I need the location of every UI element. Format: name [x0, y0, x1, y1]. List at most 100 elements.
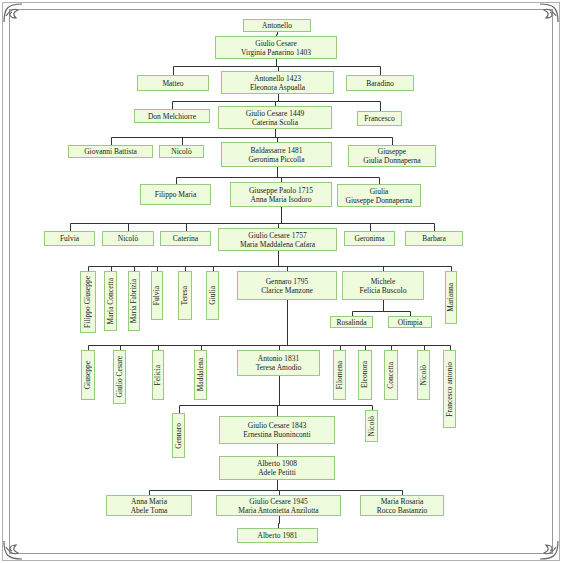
person-box-vertical: Filippo Giuseppe [80, 271, 96, 333]
person-name: Geronima [355, 234, 385, 243]
person-box-vertical: Eleonora [358, 350, 372, 400]
person-box: Olimpia [388, 316, 432, 328]
person-box: Fulvia [44, 231, 95, 246]
person-box: Don Melchiorre [134, 109, 210, 123]
person-name: Rocco Bastanzio [377, 506, 428, 515]
person-name: Giuseppe Paolo 1715 [249, 186, 313, 195]
person-name: Francesco [364, 114, 394, 123]
person-box: Baldassarre 1481Geronima Piccolla [221, 142, 332, 167]
person-box-vertical: Maria Concetta [104, 271, 117, 331]
person-name: Gennaro [174, 423, 184, 449]
person-name: Giulio Cesare 1843 [248, 421, 306, 430]
person-box-vertical: Concetta [384, 350, 398, 400]
lineage-line [288, 300, 392, 350]
lineage-line [186, 251, 279, 271]
person-box: GiuliaGiuseppe Donnaperna [337, 184, 421, 207]
person-name: Barbara [422, 234, 446, 243]
person-name: Nicolò [118, 234, 138, 243]
person-box-vertical: Filomena [333, 350, 346, 400]
lineage-line [278, 167, 282, 182]
lineage-line [279, 251, 384, 271]
lineage-line [288, 300, 366, 350]
lineage-line [121, 300, 288, 350]
person-name: Ernestina Buoninconti [243, 430, 310, 439]
person-name: Giulio Cesare 1449 [246, 109, 304, 118]
person-name: Francesco antonio [445, 362, 455, 417]
person-name: Antonio 1831 [258, 354, 299, 363]
person-box: Barbara [405, 231, 463, 246]
person-name: Eleonora Aspualla [250, 83, 305, 92]
person-name: Geronima Piccolla [248, 155, 304, 164]
person-name: Nicolò [367, 416, 377, 436]
person-name: Giulio Cesare 1945 [249, 497, 307, 506]
person-name: Antonello [262, 21, 292, 30]
person-name: Fulvia [60, 234, 79, 243]
person-name: Don Melchiorre [148, 112, 196, 121]
person-box: Rosalinda [330, 316, 373, 328]
lineage-line [89, 251, 279, 271]
person-box: Caterina [160, 231, 211, 246]
person-name: Adele Petitti [258, 468, 296, 477]
person-box: Alberto 1981 [237, 528, 318, 543]
person-box: Giuseppe Paolo 1715Anna Maria Isodoro [230, 182, 332, 207]
person-box: Giulio Cesare 1449Caterina Scolia [218, 106, 332, 129]
person-box: Anna MariaAbele Toma [106, 495, 192, 516]
lineage-line [278, 480, 403, 495]
person-box: Giulio Cesare 1843Ernestina Buoninconti [219, 416, 335, 444]
person-box-vertical: Giuseppe [81, 350, 95, 400]
person-name: Maria Concetta [106, 278, 116, 324]
person-name: Gennaro 1795 [266, 277, 309, 286]
person-name: Abele Toma [131, 506, 168, 515]
person-name: Clarice Manzone [261, 286, 312, 295]
person-name: Maria Rosaria [381, 497, 424, 506]
person-box-vertical: Teresa [178, 271, 192, 320]
person-box: Baradino [346, 75, 414, 91]
person-name: Alberto 1908 [257, 459, 297, 468]
person-name: Giulio Cesare [115, 356, 125, 397]
person-box: Alberto 1908Adele Petitti [219, 456, 335, 480]
person-name: Teresa Amodio [256, 363, 302, 372]
lineage-line [277, 444, 278, 456]
person-name: Teresa [180, 286, 190, 305]
person-box: Giulio Cesare 1757Maria Maddalena Cafara [218, 228, 337, 251]
person-box-vertical: Fulvia [151, 271, 163, 320]
person-box-vertical: Nicolò [365, 410, 378, 442]
person-box: MicheleFelicia Buscolo [342, 271, 424, 300]
person-box-vertical: Giulio Cesare [113, 350, 126, 404]
person-box: Antonio 1831Teresa Amodio [237, 350, 320, 376]
person-name: Giulio Cesare 1757 [248, 231, 306, 240]
person-box-vertical: Francesco antonio [443, 350, 456, 428]
person-name: Rosalinda [337, 318, 367, 327]
person-name: Maria Fabrizia [129, 279, 139, 323]
lineage-line [112, 251, 279, 271]
person-name: Giuseppe [83, 361, 93, 389]
person-box: Giulio CesareVirginia Panarino 1403 [215, 36, 337, 59]
person-name: Giulia Donnaperna [363, 156, 420, 165]
lineage-line [279, 251, 452, 271]
lineage-line [279, 516, 280, 528]
lineage-line [280, 300, 288, 350]
person-name: Giovanni Battista [84, 147, 137, 156]
person-box-vertical: Giulia [206, 271, 219, 320]
person-name: Maria Maddalena Cafara [240, 240, 315, 249]
person-name: Filomena [335, 361, 345, 389]
person-box-vertical: Nicolò [417, 350, 430, 400]
person-box: Filippo Maria [140, 184, 211, 205]
person-name: Baradino [366, 79, 394, 88]
person-name: Caterina Scolia [252, 118, 298, 127]
person-box: Geronima [344, 231, 395, 246]
person-box-vertical: Gennaro [172, 413, 185, 458]
person-name: Caterina [173, 234, 198, 243]
person-name: Nicolò [419, 365, 429, 385]
person-box: Francesco [357, 111, 402, 126]
person-box: Gennaro 1795Clarice Manzone [237, 271, 337, 300]
lineage-line [353, 300, 384, 316]
person-name: Filippo Giuseppe [83, 276, 93, 328]
lineage-line [158, 251, 279, 271]
person-name: Virginia Panarino 1403 [241, 48, 311, 57]
person-name: Michele [371, 277, 396, 286]
person-box: Matteo [137, 75, 209, 91]
person-name: Nicolò [171, 147, 191, 156]
person-name: Giulia [208, 286, 218, 305]
